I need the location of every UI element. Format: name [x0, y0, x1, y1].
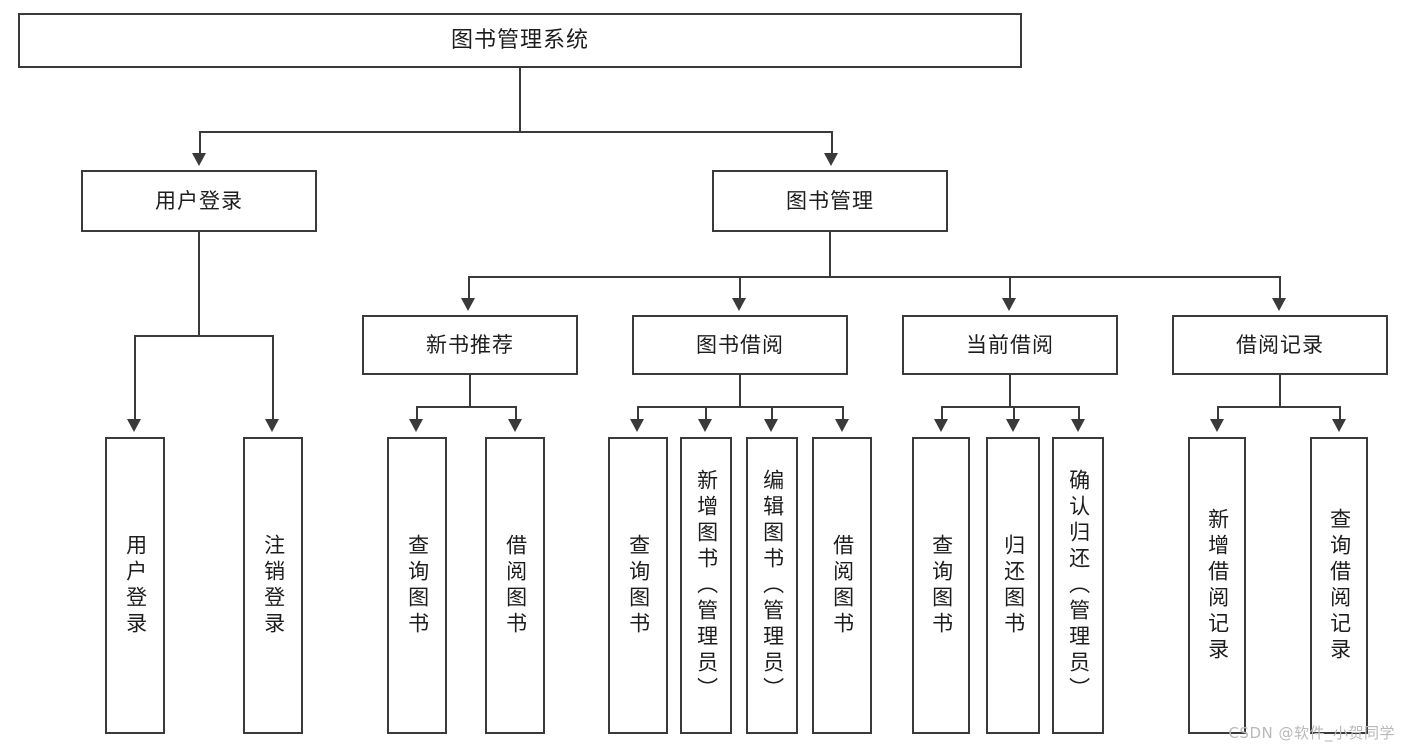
connector-root-stem [519, 68, 521, 131]
arrowhead-user-login-to-logout [265, 419, 279, 432]
arrowhead-bm-to-records [1272, 298, 1286, 311]
node-label: 查询借阅记录 [1327, 507, 1352, 664]
connector-user-login-stem [198, 232, 200, 335]
leaf-query-books-borrow[interactable]: 查询图书 [608, 437, 668, 734]
node-label: 用户登录 [155, 188, 243, 213]
node-root-book-management-system[interactable]: 图书管理系统 [18, 13, 1022, 68]
leaf-add-book-admin[interactable]: 新增图书（管理员） [680, 437, 732, 734]
node-label: 查询图书 [626, 533, 651, 638]
node-label: 查询图书 [929, 533, 954, 638]
arrowhead-root-to-book-management [824, 153, 838, 166]
leaf-confirm-return-admin[interactable]: 确认归还（管理员） [1052, 437, 1104, 734]
node-new-book-recommendation[interactable]: 新书推荐 [362, 315, 578, 375]
node-book-management[interactable]: 图书管理 [712, 170, 948, 232]
connector-user-login-bus [134, 335, 272, 337]
node-current-borrowing[interactable]: 当前借阅 [902, 315, 1118, 375]
node-label: 借阅图书 [830, 533, 855, 638]
connector-root-to-book-management [831, 131, 833, 155]
arrowhead-newbooks-to-query [409, 419, 423, 432]
connector-current-stem [1009, 375, 1011, 406]
connector-records-to-add [1217, 406, 1219, 420]
connector-borrow-stem [739, 375, 741, 406]
connector-current-to-query [941, 406, 943, 420]
leaf-add-borrow-record[interactable]: 新增借阅记录 [1188, 437, 1246, 734]
connector-current-to-return [1013, 406, 1015, 420]
node-label: 归还图书 [1001, 533, 1026, 638]
node-label: 新增借阅记录 [1205, 507, 1230, 664]
leaf-return-book[interactable]: 归还图书 [986, 437, 1040, 734]
connector-newbooks-to-query [416, 406, 418, 420]
leaf-logout[interactable]: 注销登录 [243, 437, 303, 734]
node-label: 借阅记录 [1236, 332, 1324, 357]
node-label: 图书管理系统 [450, 27, 589, 53]
connector-user-login-to-login [134, 335, 136, 420]
arrowhead-borrow-to-query [630, 419, 644, 432]
arrowhead-borrow-to-add [698, 419, 712, 432]
connector-newbooks-to-borrow [515, 406, 517, 420]
leaf-lend-book[interactable]: 借阅图书 [812, 437, 872, 734]
arrowhead-bm-to-current [1002, 298, 1016, 311]
connector-root-bus [199, 131, 831, 133]
node-label: 新书推荐 [426, 332, 514, 357]
node-label: 图书管理 [786, 188, 874, 213]
arrowhead-user-login-to-login [127, 419, 141, 432]
leaf-query-books-current[interactable]: 查询图书 [912, 437, 970, 734]
connector-bm-to-records [1279, 276, 1281, 300]
connector-borrow-bus [637, 406, 842, 408]
connector-records-to-query [1339, 406, 1341, 420]
leaf-user-login[interactable]: 用户登录 [105, 437, 165, 734]
arrowhead-bm-to-new-books [461, 298, 475, 311]
arrowhead-bm-to-borrow [732, 298, 746, 311]
node-label: 新增图书（管理员） [694, 468, 719, 703]
arrowhead-current-to-query [934, 419, 948, 432]
node-label: 图书借阅 [696, 332, 784, 357]
connector-borrow-to-query [637, 406, 639, 420]
node-label: 当前借阅 [966, 332, 1054, 357]
connector-bm-to-current [1009, 276, 1011, 300]
connector-user-login-to-logout [272, 335, 274, 420]
arrowhead-current-to-return [1006, 419, 1020, 432]
node-label: 注销登录 [261, 533, 286, 638]
connector-newbooks-stem [469, 375, 471, 406]
arrowhead-records-to-add [1210, 419, 1224, 432]
node-label: 借阅图书 [503, 533, 528, 638]
connector-current-bus [941, 406, 1078, 408]
arrowhead-records-to-query [1332, 419, 1346, 432]
arrowhead-current-to-confirm [1071, 419, 1085, 432]
arrowhead-borrow-to-edit [764, 419, 778, 432]
connector-newbooks-bus [416, 406, 515, 408]
leaf-borrow-books-new[interactable]: 借阅图书 [485, 437, 545, 734]
arrowhead-borrow-to-lend [835, 419, 849, 432]
node-label: 编辑图书（管理员） [760, 468, 785, 703]
node-user-login[interactable]: 用户登录 [81, 170, 317, 232]
connector-borrow-to-lend [842, 406, 844, 420]
node-label: 确认归还（管理员） [1066, 468, 1091, 703]
connector-borrow-to-add [705, 406, 707, 420]
node-label: 查询图书 [405, 533, 430, 638]
connector-bm-to-new-books [468, 276, 470, 300]
connector-book-management-stem [829, 232, 831, 276]
node-borrowing-records[interactable]: 借阅记录 [1172, 315, 1388, 375]
leaf-query-borrow-record[interactable]: 查询借阅记录 [1310, 437, 1368, 734]
connector-records-stem [1279, 375, 1281, 406]
leaf-query-books-new[interactable]: 查询图书 [387, 437, 447, 734]
connector-book-management-bus [468, 276, 1280, 278]
connector-borrow-to-edit [771, 406, 773, 420]
node-label: 用户登录 [123, 533, 148, 638]
node-book-borrowing[interactable]: 图书借阅 [632, 315, 848, 375]
connector-root-to-user-login [199, 131, 201, 155]
connector-current-to-confirm [1078, 406, 1080, 420]
arrowhead-newbooks-to-borrow [508, 419, 522, 432]
leaf-edit-book-admin[interactable]: 编辑图书（管理员） [746, 437, 798, 734]
connector-bm-to-borrow [739, 276, 741, 300]
arrowhead-root-to-user-login [192, 153, 206, 166]
connector-records-bus [1217, 406, 1339, 408]
